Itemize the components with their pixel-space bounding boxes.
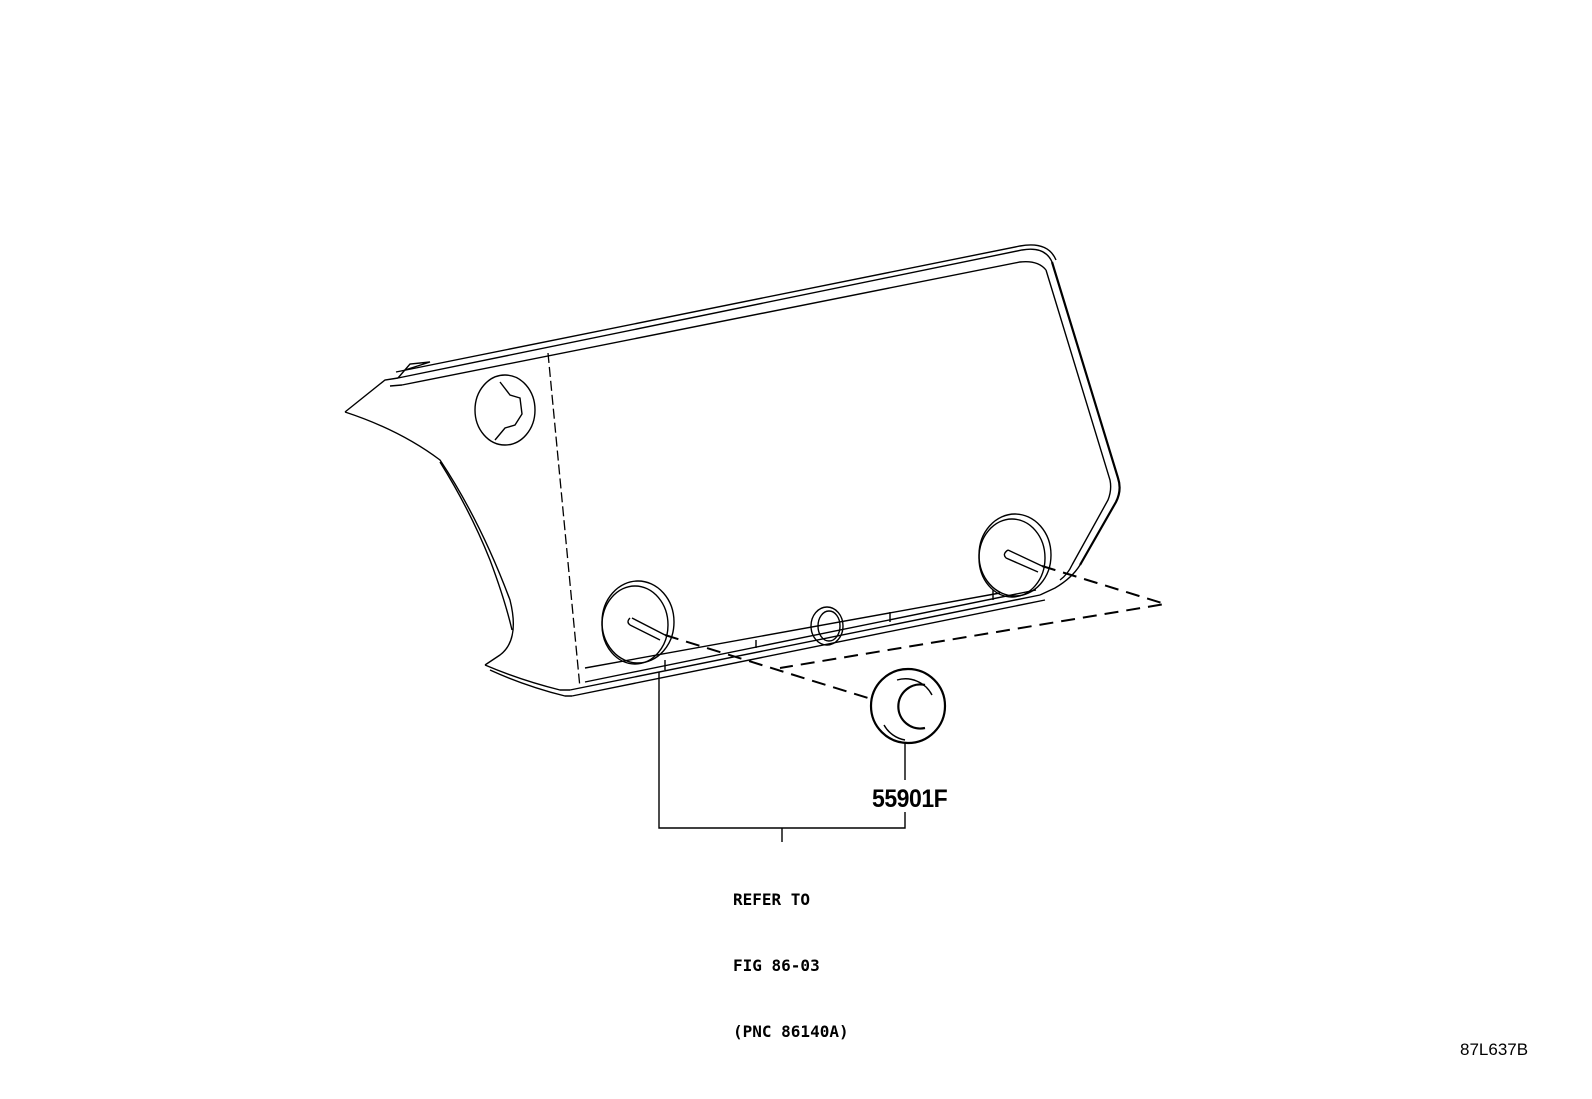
- grommet-hole-right: [978, 513, 1052, 598]
- small-grommet-hole: [810, 606, 844, 646]
- instrument-panel-cover[interactable]: [344, 244, 1121, 697]
- part-number-label[interactable]: 55901F: [872, 785, 948, 813]
- grommet-part[interactable]: [869, 667, 947, 745]
- reference-note: REFER TO FIG 86-03 (PNC 86140A): [733, 845, 849, 1065]
- grommet-hole-left: [601, 580, 675, 665]
- figure-id: 87L637B: [1460, 1040, 1529, 1059]
- clip-hole: [474, 374, 536, 446]
- alignment-lines: [664, 565, 1166, 699]
- leader-lines: [658, 672, 906, 842]
- reference-line-2[interactable]: FIG 86-03: [733, 956, 820, 975]
- reference-line-3: (PNC 86140A): [733, 1022, 849, 1041]
- reference-line-1: REFER TO: [733, 890, 811, 909]
